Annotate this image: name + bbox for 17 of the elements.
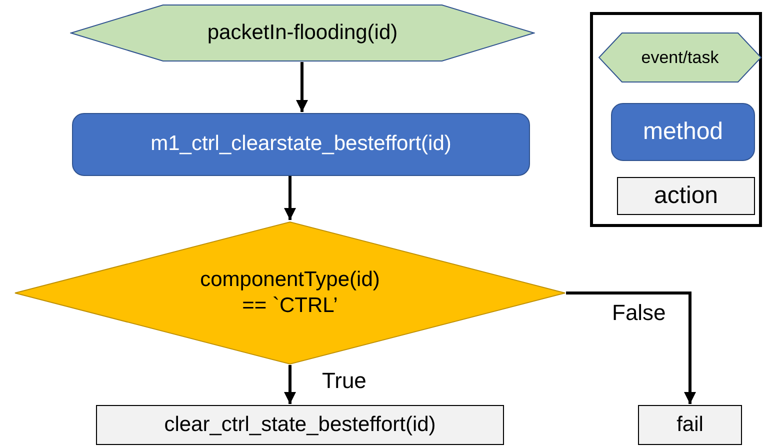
action-box: [638, 405, 742, 445]
arrow: [566, 292, 696, 404]
node-text: fail: [676, 412, 704, 438]
node-text: packetIn-flooding(id): [207, 20, 398, 46]
action-box: [96, 405, 504, 445]
arrow: [296, 62, 308, 112]
node-text: m1_ctrl_clearstate_besteffort(id): [150, 131, 452, 158]
event-hexagon: [70, 4, 535, 62]
node-text: clear_ctrl_state_besteffort(id): [164, 412, 436, 438]
legend-hexagon: event/task: [598, 32, 762, 83]
arrow: [284, 176, 296, 220]
decision-diamond: [14, 221, 566, 365]
arrow: [284, 365, 296, 404]
legend-method-box: method: [611, 103, 755, 161]
node-text: componentType(id) == `CTRL’: [199, 266, 381, 319]
method-box: [72, 113, 530, 176]
legend-action-box: action: [617, 177, 755, 215]
